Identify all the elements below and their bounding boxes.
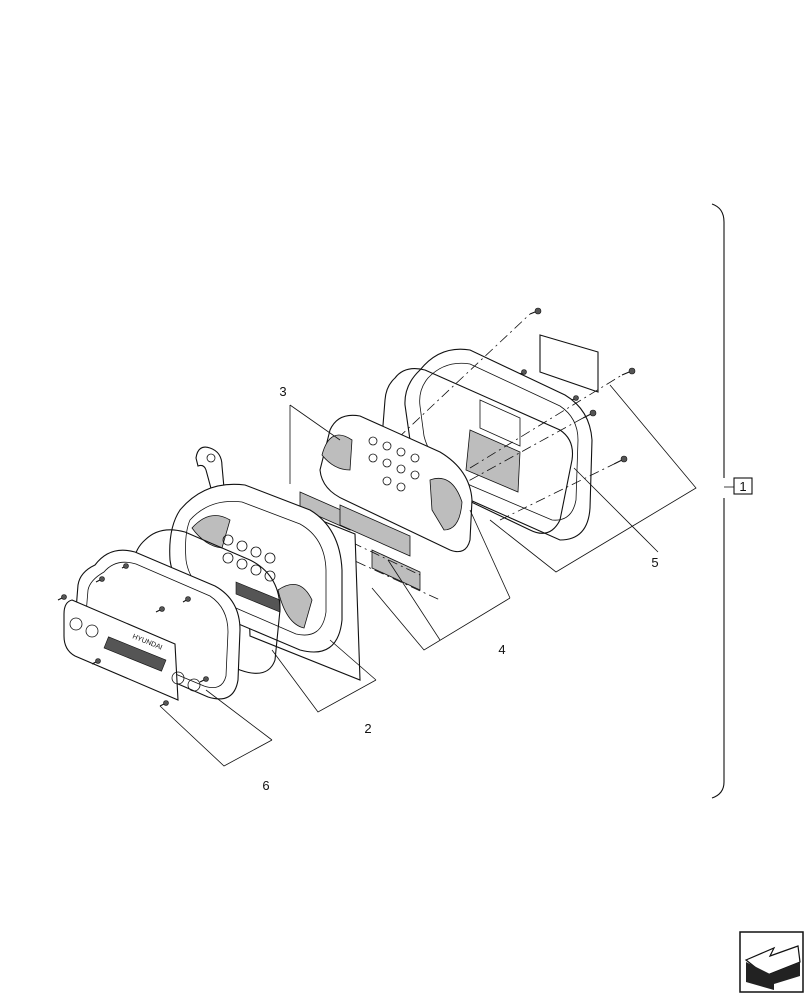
- callout-1: 1: [739, 479, 746, 494]
- rear-housing: [381, 307, 636, 541]
- view-direction-arrow-icon: [739, 931, 804, 993]
- front-bezel: HYUNDAI: [57, 529, 281, 707]
- gauge-lights: [222, 534, 276, 582]
- callout-2: 2: [364, 721, 371, 736]
- callout-6: 6: [262, 778, 269, 793]
- bezel-screws: [57, 563, 209, 707]
- board-lights: [368, 436, 420, 492]
- assembly-bracket: [711, 203, 753, 799]
- housing-screws: [519, 307, 636, 465]
- circuit-board: [279, 414, 473, 601]
- callout-3: 3: [279, 384, 286, 399]
- callout-4: 4: [498, 642, 505, 657]
- callout-5: 5: [651, 555, 658, 570]
